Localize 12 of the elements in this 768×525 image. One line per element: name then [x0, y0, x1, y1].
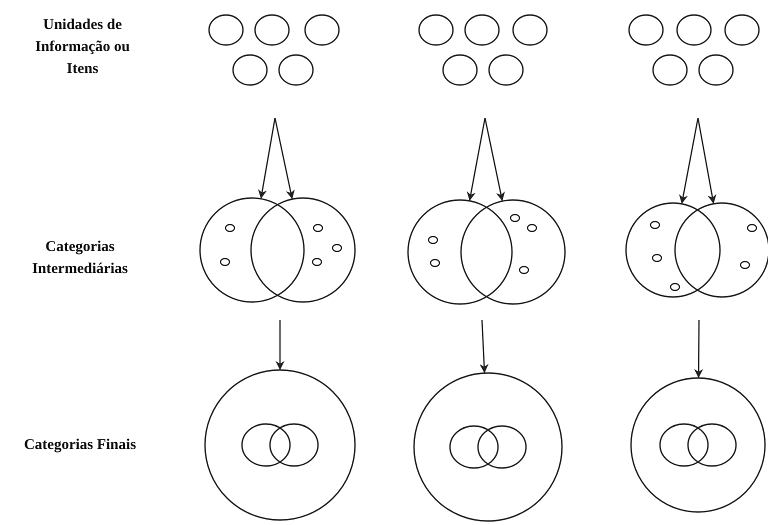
arrow	[276, 320, 284, 370]
row-label: Categorias Intermediárias	[31, 238, 129, 279]
row-label: Categorias Finais	[22, 436, 138, 455]
arrow	[679, 118, 699, 204]
arrow	[697, 118, 716, 204]
arrow	[694, 320, 704, 378]
arrow	[258, 118, 276, 199]
arrow	[466, 118, 486, 201]
arrow	[484, 118, 505, 202]
row-label: Unidades de Informação ou Itens	[34, 16, 131, 79]
arrow	[274, 118, 295, 200]
arrow	[480, 320, 489, 374]
